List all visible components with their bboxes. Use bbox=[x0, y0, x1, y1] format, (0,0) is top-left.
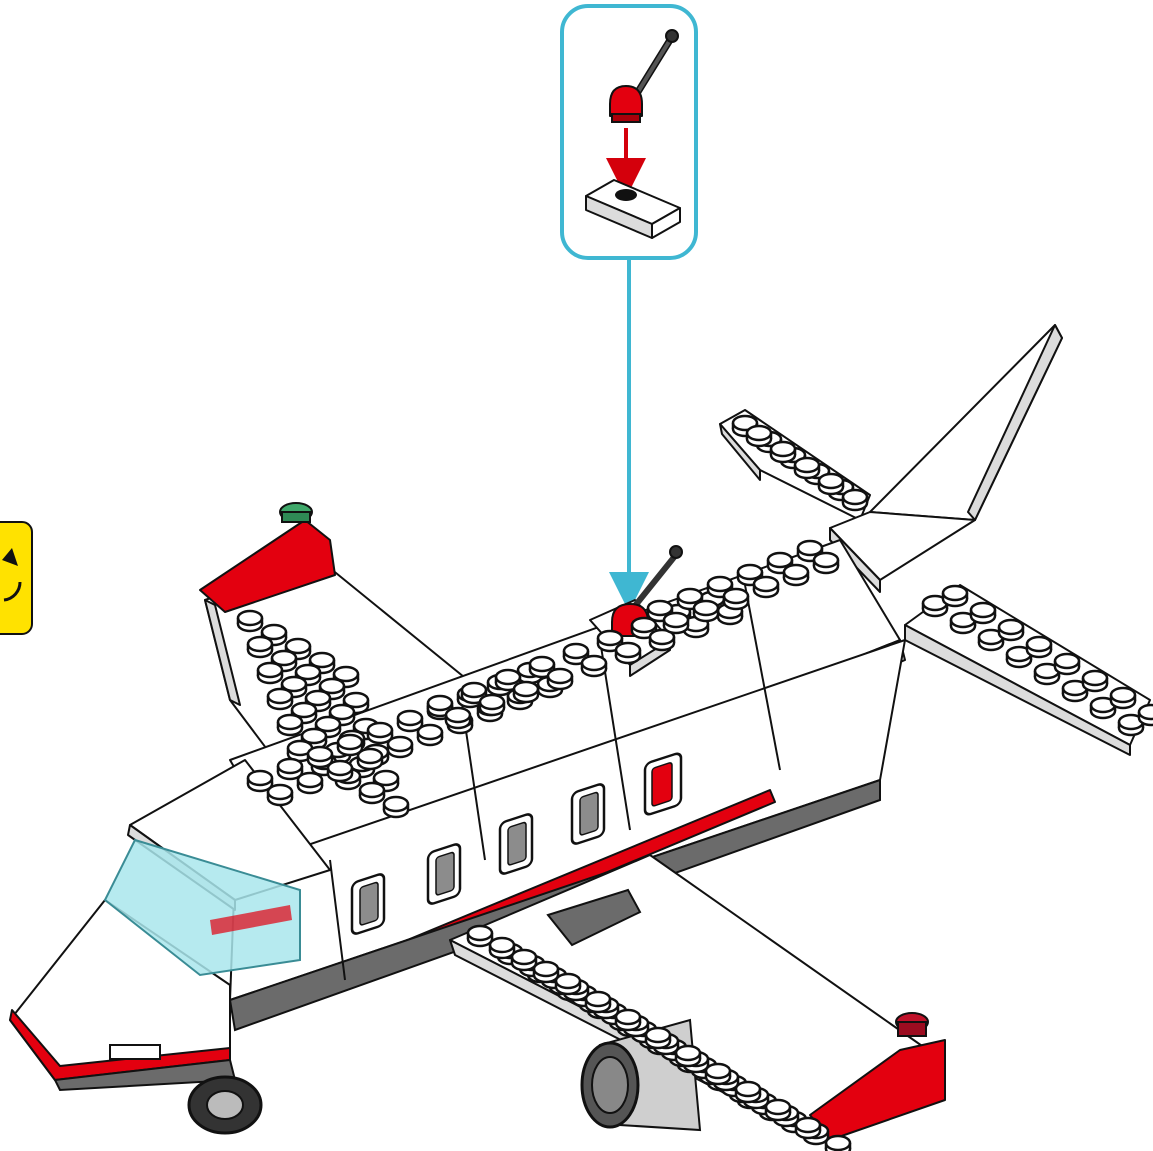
stud bbox=[1083, 671, 1107, 691]
stud bbox=[328, 761, 352, 781]
stud bbox=[548, 669, 572, 689]
stud bbox=[268, 785, 292, 805]
stud bbox=[490, 938, 514, 958]
stud bbox=[796, 1118, 820, 1138]
airplane-model bbox=[10, 325, 1150, 1142]
stud bbox=[534, 962, 558, 982]
stud bbox=[971, 603, 995, 623]
stud bbox=[819, 474, 843, 494]
stud bbox=[278, 715, 302, 735]
stud bbox=[676, 1046, 700, 1066]
stud bbox=[754, 577, 778, 597]
assembly-callout bbox=[562, 6, 696, 258]
stud bbox=[843, 490, 867, 510]
stud bbox=[418, 725, 442, 745]
stud bbox=[724, 589, 748, 609]
stud bbox=[1139, 705, 1153, 725]
nose-wheel bbox=[189, 1077, 261, 1133]
stud bbox=[1111, 688, 1135, 708]
stud bbox=[238, 611, 262, 631]
stud bbox=[943, 586, 967, 606]
stud bbox=[706, 1064, 730, 1084]
stud bbox=[616, 1010, 640, 1030]
stud bbox=[468, 926, 492, 946]
stud bbox=[784, 565, 808, 585]
stud bbox=[514, 682, 538, 702]
stud bbox=[826, 1136, 850, 1151]
stud bbox=[480, 695, 504, 715]
stud bbox=[358, 749, 382, 769]
stud bbox=[1027, 637, 1051, 657]
stud bbox=[268, 689, 292, 709]
stud bbox=[586, 992, 610, 1012]
stud bbox=[446, 708, 470, 728]
stud bbox=[1055, 654, 1079, 674]
stud bbox=[646, 1028, 670, 1048]
stud bbox=[795, 458, 819, 478]
rotate-model-icon bbox=[0, 522, 32, 634]
stud bbox=[766, 1100, 790, 1120]
stud bbox=[771, 442, 795, 462]
stud bbox=[616, 643, 640, 663]
stud bbox=[736, 1082, 760, 1102]
stud bbox=[258, 663, 282, 683]
stud bbox=[298, 773, 322, 793]
stud bbox=[388, 737, 412, 757]
stud bbox=[582, 656, 606, 676]
stud bbox=[556, 974, 580, 994]
stud bbox=[694, 601, 718, 621]
stud bbox=[360, 783, 384, 803]
stud bbox=[664, 613, 688, 633]
stud bbox=[999, 620, 1023, 640]
tail-fin bbox=[830, 325, 1062, 592]
stud bbox=[747, 426, 771, 446]
stud bbox=[512, 950, 536, 970]
stud bbox=[384, 797, 408, 817]
stud bbox=[248, 637, 272, 657]
stud bbox=[814, 553, 838, 573]
